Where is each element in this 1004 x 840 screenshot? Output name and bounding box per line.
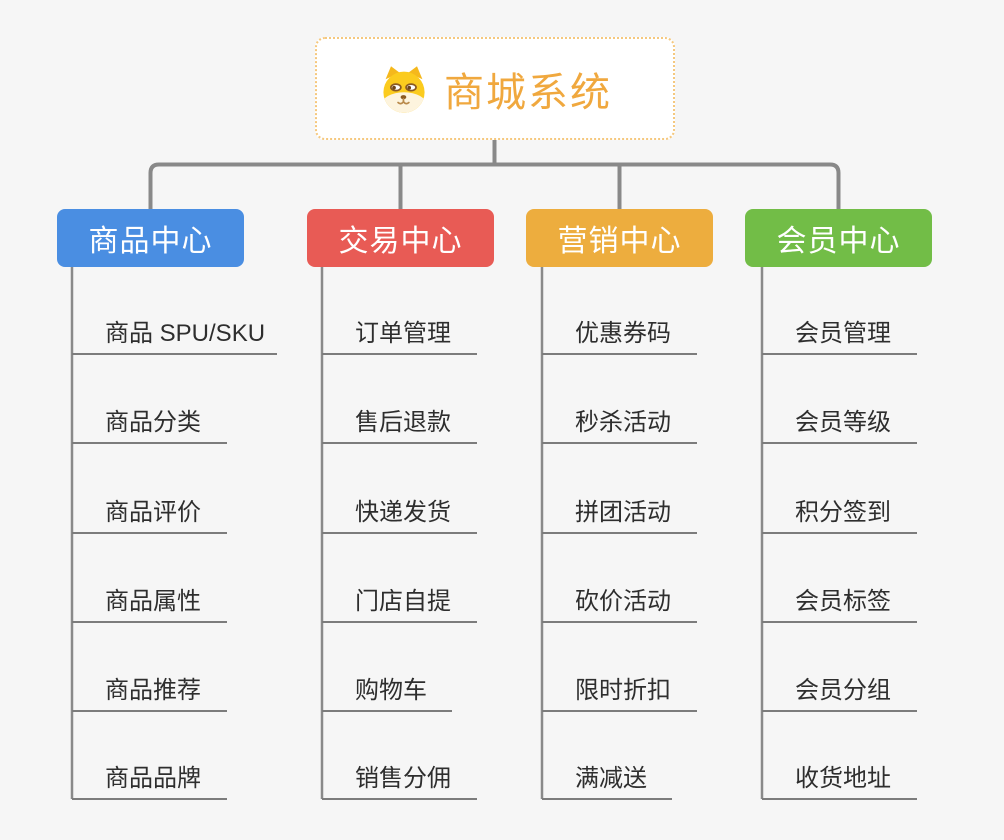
leaf-node-shopping-cart[interactable]: 购物车 (322, 672, 452, 712)
branch-node-product-center[interactable]: 商品中心 (57, 209, 244, 267)
branch-rail-line (148, 162, 841, 209)
branch-label: 交易中心 (338, 225, 463, 258)
branch-label: 商品中心 (88, 225, 213, 258)
leaf-node-product-recommend[interactable]: 商品推荐 (72, 672, 227, 712)
leaf-node-store-pickup[interactable]: 门店自提 (322, 583, 477, 623)
leaf-node-product-brand[interactable]: 商品品牌 (72, 760, 227, 800)
leaf-node-product-review[interactable]: 商品评价 (72, 494, 227, 534)
leaf-node-member-level[interactable]: 会员等级 (762, 404, 917, 444)
branch-node-member-center[interactable]: 会员中心 (745, 209, 932, 267)
branch-node-marketing-center[interactable]: 营销中心 (526, 209, 713, 267)
root-title: 商城系统 (444, 70, 612, 115)
leaf-node-product-attribute[interactable]: 商品属性 (72, 583, 227, 623)
branch-node-trade-center[interactable]: 交易中心 (307, 209, 494, 267)
root-node[interactable]: 商城系统 (315, 37, 675, 140)
leaf-node-group-buy[interactable]: 拼团活动 (542, 494, 697, 534)
dog-face-icon (378, 63, 430, 115)
leaf-node-product-category[interactable]: 商品分类 (72, 404, 227, 444)
leaf-node-limited-time-discount[interactable]: 限时折扣 (542, 672, 697, 712)
leaf-node-full-reduction[interactable]: 满减送 (542, 760, 672, 800)
leaf-node-member-tag[interactable]: 会员标签 (762, 583, 917, 623)
leaf-node-sales-commission[interactable]: 销售分佣 (322, 760, 477, 800)
leaf-node-aftersale-refund[interactable]: 售后退款 (322, 404, 477, 444)
leaf-node-express-delivery[interactable]: 快递发货 (322, 494, 477, 534)
leaf-node-bargain-activity[interactable]: 砍价活动 (542, 583, 697, 623)
leaf-node-points-checkin[interactable]: 积分签到 (762, 494, 917, 534)
leaf-node-coupon-code[interactable]: 优惠券码 (542, 315, 697, 355)
leaf-node-member-group[interactable]: 会员分组 (762, 672, 917, 712)
leaf-node-shipping-address[interactable]: 收货地址 (762, 760, 917, 800)
leaf-node-member-management[interactable]: 会员管理 (762, 315, 917, 355)
branch-label: 营销中心 (557, 225, 682, 258)
branch-label: 会员中心 (776, 225, 901, 258)
leaf-node-order-management[interactable]: 订单管理 (322, 315, 477, 355)
leaf-node-flash-sale[interactable]: 秒杀活动 (542, 404, 697, 444)
leaf-node-product-spu-sku[interactable]: 商品 SPU/SKU (72, 315, 277, 355)
